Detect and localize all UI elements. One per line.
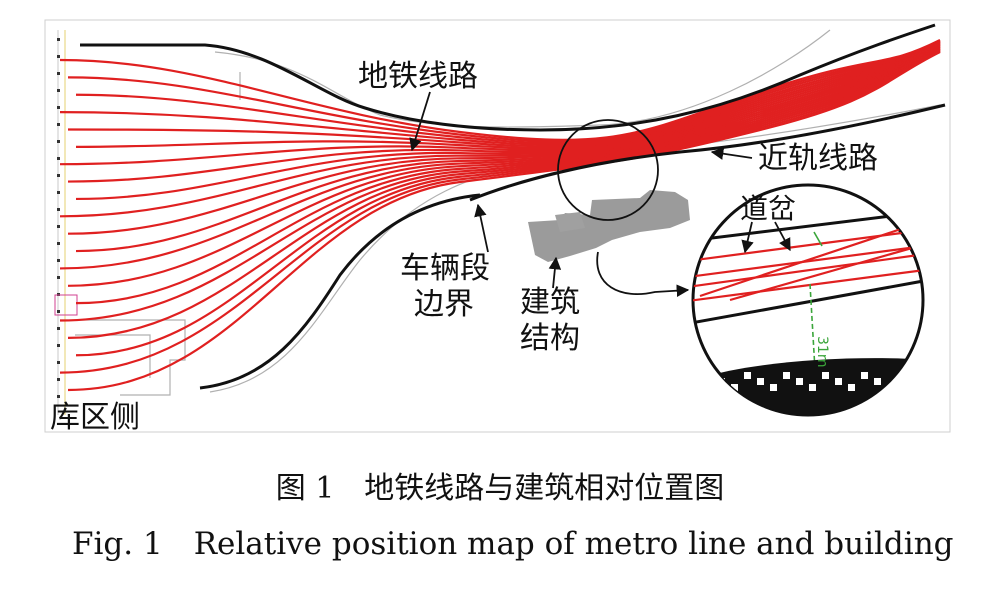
building-structure [528,190,690,262]
building-hatch [926,384,933,391]
detail-focus-circle [557,119,659,221]
track-line [59,48,941,322]
depot-tick [57,208,60,211]
building-hatch [744,372,751,379]
depot-tick [57,157,60,160]
depot-tick [57,89,60,92]
building-hatch [887,384,894,391]
depot-tick [57,310,60,313]
track-line [67,49,941,339]
building-hatch [848,384,855,391]
depot-tick [57,106,60,109]
track-line [59,40,941,146]
depot-tick [57,378,60,381]
metro-tracks [59,39,941,392]
building-hatch [809,384,816,391]
track-line [67,45,941,235]
depot-tick [57,327,60,330]
label-depot-boundary-2: 边界 [414,287,474,322]
building-hatch [770,384,777,391]
track-line [75,47,941,305]
track-line [59,42,941,166]
track-line [59,39,941,141]
depot-tick [57,72,60,75]
track-line [75,45,941,253]
track-line [67,39,941,143]
depot-tick [57,140,60,143]
building-hatch [796,378,803,385]
track-line [59,50,941,374]
track-line [75,49,941,357]
building-hatch [757,378,764,385]
building-hatch [913,378,920,385]
depot-tick [57,276,60,279]
depot-tick [57,123,60,126]
track-line [67,47,941,287]
building-hatch [861,372,868,379]
map-frame [44,19,951,433]
near-track-line [469,103,946,202]
depot-tick [57,174,60,177]
depot-tick [57,55,60,58]
track-line [59,44,941,218]
depot-tick [57,225,60,228]
boundary-lines [80,23,946,390]
label-depot-side: 库区侧 [50,400,140,435]
track-line [67,43,941,183]
caption-english: Fig. 1 Relative position map of metro li… [72,526,954,562]
depot-tick [57,38,60,41]
building-hatch [874,378,881,385]
building-hatch [822,372,829,379]
magnify-arrow [596,251,690,297]
building-hatch [900,372,907,379]
building-hatch [783,372,790,379]
label-metro-line: 地铁线路 [358,59,478,94]
depot-area [54,30,186,415]
label-building-1: 建筑 [520,285,580,320]
building-hatch [705,372,712,379]
leader-arrows [409,91,791,289]
depot-boundary [199,193,481,390]
caption-chinese: 图 1 地铁线路与建筑相对位置图 [276,471,725,506]
depot-tick [57,191,60,194]
track-line [75,40,941,145]
label-near-track: 近轨线路 [758,141,878,176]
depot-tick [57,259,60,262]
magnified-detail: 31m [691,183,933,417]
depot-tick [57,361,60,364]
building-hatch [731,384,738,391]
track-line [67,41,941,148]
depot-tick [57,242,60,245]
distance-label: 31m [814,336,830,367]
depot-tick [57,344,60,347]
track-line [59,46,941,270]
label-switch: 道岔 [740,192,796,225]
label-depot-boundary-1: 车辆段 [400,251,490,286]
depot-tick [57,395,60,398]
building-hatch [835,378,842,385]
track-line [75,44,941,201]
label-building-2: 结构 [520,321,580,356]
north-boundary [80,23,936,132]
track-line [75,42,941,149]
